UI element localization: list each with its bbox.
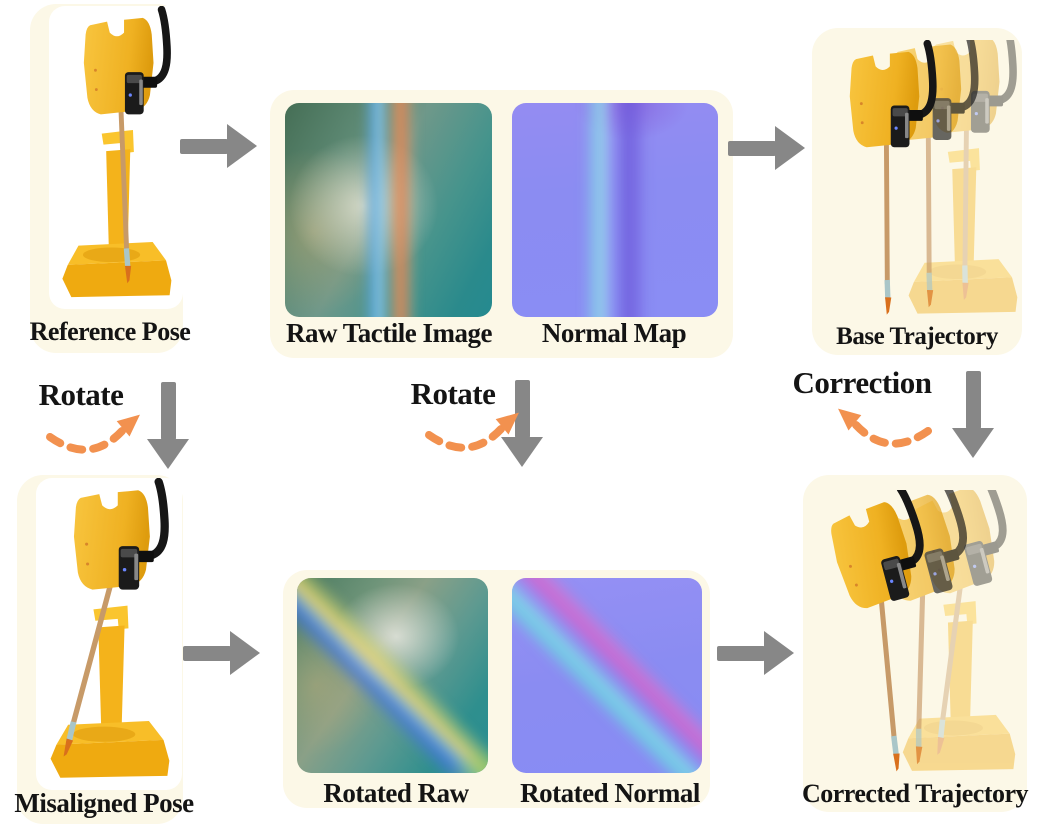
rotated-raw-label: Rotated Raw [323, 778, 469, 808]
normal-map-image [512, 103, 718, 317]
brush-stand [50, 605, 170, 778]
rotate-arc-icon [44, 409, 144, 457]
correction-arc-icon [834, 403, 934, 451]
rotate-pose-label: Rotate [38, 377, 124, 412]
base-trajectory-photo [815, 40, 1020, 340]
arrow-tactile-to-rotated [501, 380, 544, 468]
gripper [83, 6, 171, 115]
corrected-trajectory-photo [806, 490, 1018, 798]
paintbrush [118, 94, 132, 284]
misaligned-pose-label: Misaligned Pose [14, 788, 194, 818]
arrow-base-to-corrected [952, 371, 995, 459]
arrow-reference-to-tactile [180, 124, 257, 168]
gripper [73, 478, 169, 590]
cable [146, 478, 169, 560]
rotate-arc-icon [423, 407, 523, 455]
raw-tactile-image [285, 103, 492, 317]
base-trajectory-label: Base Trajectory [836, 323, 998, 350]
rotate-tactile-label: Rotate [410, 376, 496, 411]
cable [150, 6, 171, 86]
rotated-normal-image [512, 578, 702, 773]
corrected-trajectory-label: Corrected Trajectory [801, 779, 1029, 808]
brush-stand [62, 129, 172, 298]
rotated-raw-image [297, 578, 488, 773]
rotated-normal-label: Rotated Normal [520, 778, 700, 808]
normal-map-label: Normal Map [541, 318, 687, 348]
reference-pose-label: Reference Pose [29, 317, 191, 346]
paintbrush-tilted [63, 568, 117, 757]
arrow-rotated-to-corrected [717, 631, 794, 675]
arrow-misaligned-to-rotated [183, 631, 260, 675]
reference-pose-photo [49, 6, 183, 309]
raw-tactile-image-label: Raw Tactile Image [286, 318, 492, 348]
misaligned-pose-photo [36, 478, 182, 790]
correction-label: Correction [792, 365, 932, 400]
arrow-reference-to-misaligned [147, 382, 190, 470]
arrow-tactile-to-base-trajectory [728, 126, 805, 170]
